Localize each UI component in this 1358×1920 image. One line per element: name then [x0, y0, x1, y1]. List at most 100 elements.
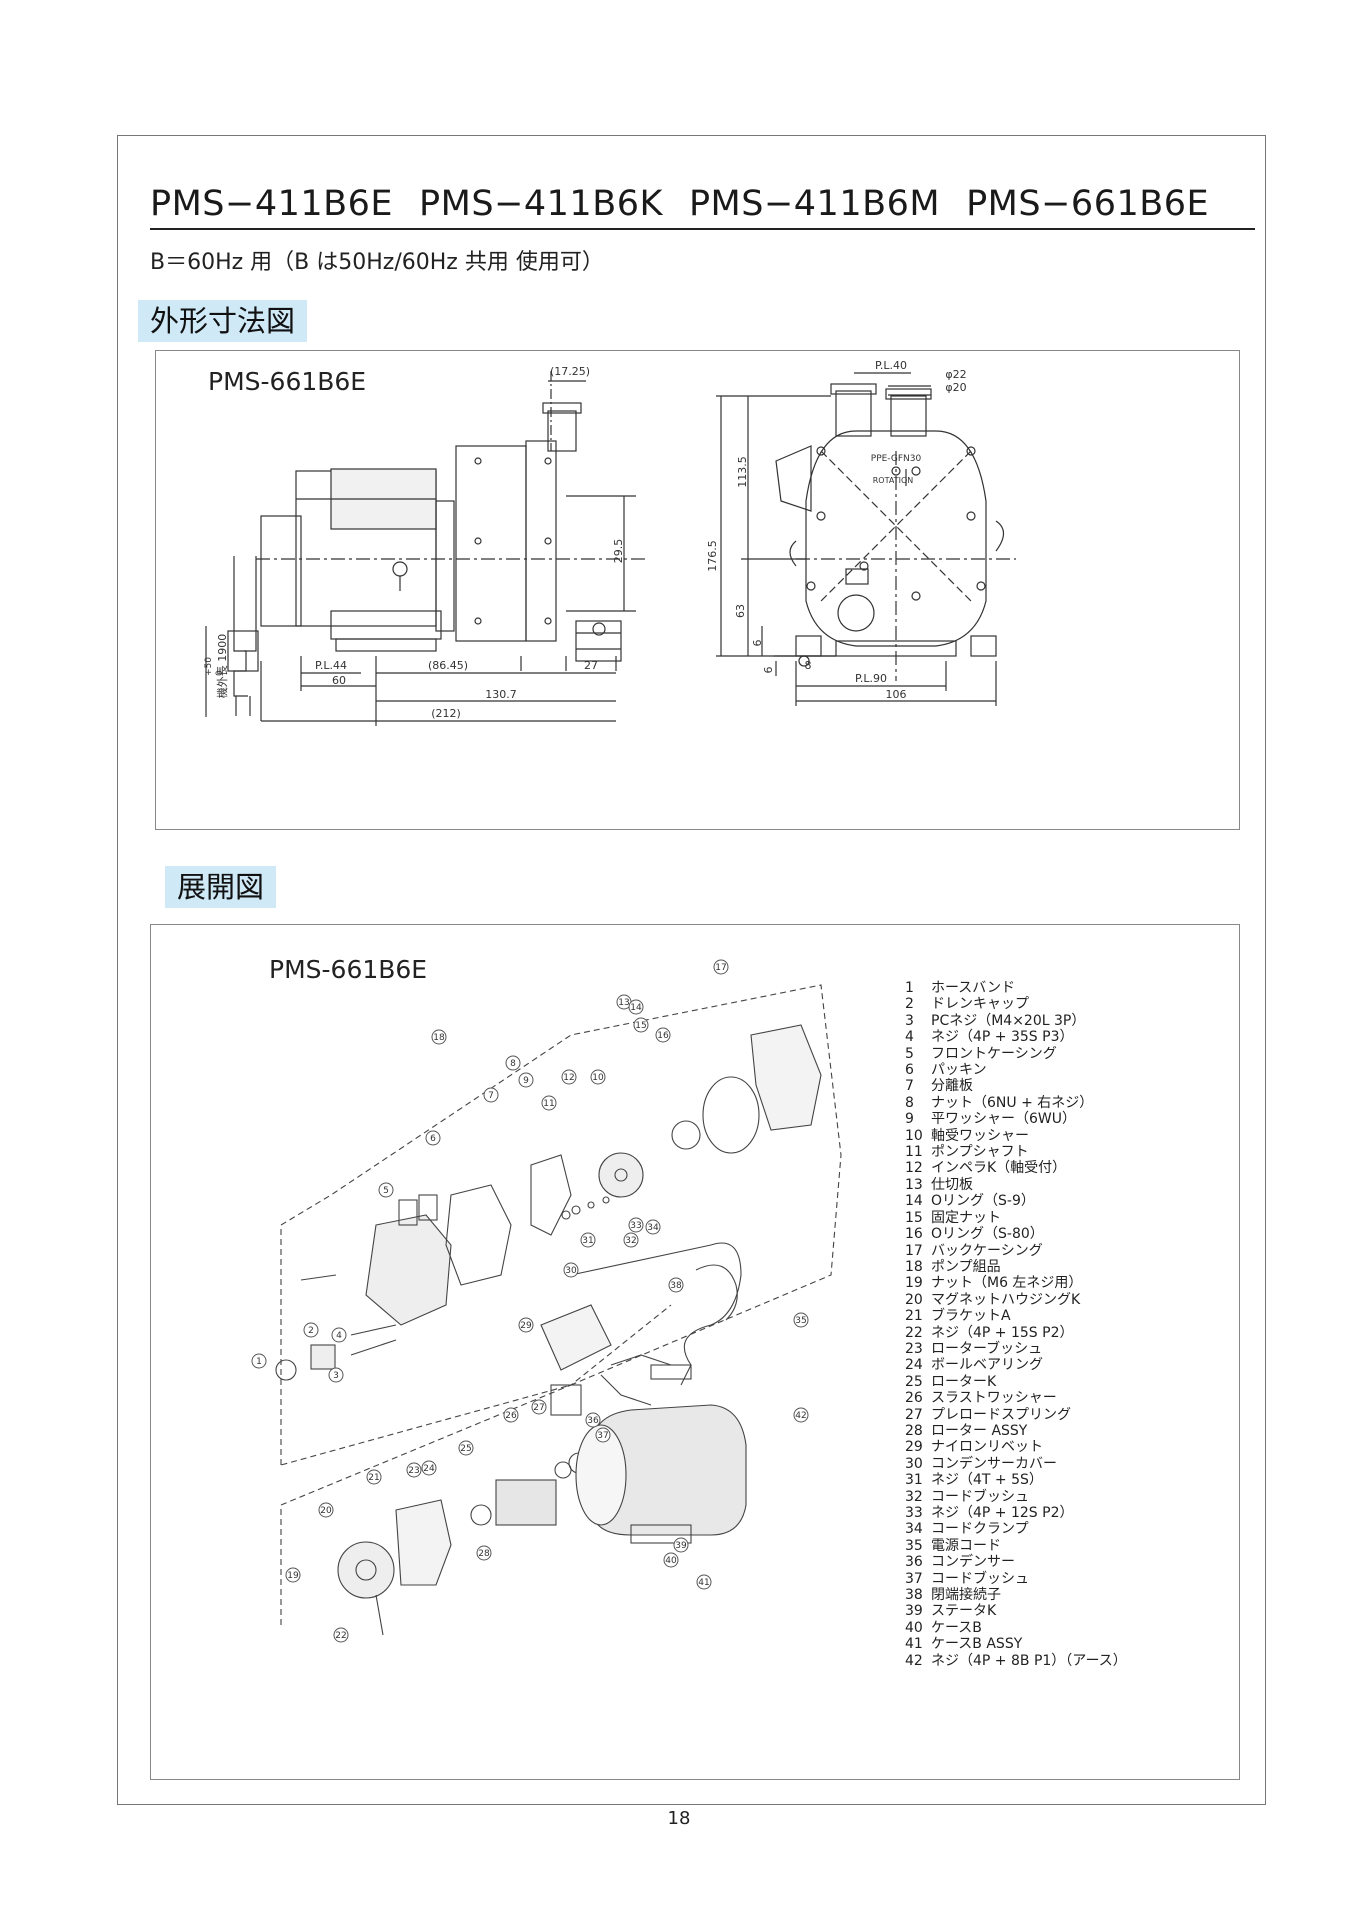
- svg-text:41: 41: [698, 1578, 709, 1588]
- part-name: コンデンサーカバー: [931, 1455, 1057, 1472]
- dim-label: 60: [332, 674, 346, 687]
- part-name: ボールベアリング: [931, 1357, 1043, 1374]
- svg-text:17: 17: [715, 963, 726, 973]
- dim-label: P.L.44: [315, 659, 347, 672]
- part-name: コンデンサー: [931, 1554, 1015, 1571]
- part-name: ケースB: [931, 1619, 982, 1636]
- part-number: 14: [905, 1193, 923, 1210]
- parts-list-item: 2 ドレンキャップ: [905, 996, 1235, 1012]
- part-number: 17: [905, 1242, 923, 1259]
- part-name: ブラケットA: [931, 1308, 1011, 1325]
- part-name: ネジ（4P + 35S P3）: [931, 1029, 1074, 1046]
- part-name: ローター ASSY: [931, 1422, 1028, 1439]
- svg-text:39: 39: [675, 1541, 687, 1551]
- dim-label: (212): [431, 707, 461, 720]
- part-name: フロントケーシング: [931, 1045, 1057, 1062]
- part-name: スラストワッシャー: [931, 1390, 1057, 1407]
- parts-list-item: 32 コードブッシュ: [905, 1489, 1235, 1505]
- svg-text:23: 23: [408, 1466, 419, 1476]
- svg-text:33: 33: [630, 1221, 641, 1231]
- part-number: 31: [905, 1472, 923, 1489]
- model-title: PMS−411B6K: [419, 184, 663, 224]
- svg-text:36: 36: [587, 1416, 599, 1426]
- part-name: バックケーシング: [931, 1242, 1043, 1259]
- part-name: ローターブッシュ: [931, 1340, 1043, 1357]
- part-number: 10: [905, 1127, 923, 1144]
- material-mark: PPE-GFN30: [871, 454, 922, 464]
- dim-label: 106: [886, 688, 907, 701]
- callout-numbers: 1 2 3 4 5 6 7 8 9 10 11 12 13 14 15 16 1…: [251, 959, 809, 1643]
- part-number: 2: [905, 996, 914, 1013]
- svg-text:21: 21: [368, 1473, 379, 1483]
- part-number: 42: [905, 1652, 923, 1669]
- dim-label: 8: [805, 659, 812, 672]
- part-name: ナット（6NU + 右ネジ）: [931, 1094, 1094, 1111]
- part-number: 32: [905, 1488, 923, 1505]
- svg-text:1: 1: [256, 1357, 262, 1367]
- svg-text:12: 12: [563, 1073, 574, 1083]
- part-name: ポンプシャフト: [931, 1144, 1029, 1161]
- svg-text:4: 4: [336, 1331, 342, 1341]
- part-name: Oリング（S-9）: [931, 1193, 1035, 1210]
- parts-list-item: 8 ナット（6NU + 右ネジ）: [905, 1095, 1235, 1111]
- part-name: ナット（M6 左ネジ用）: [931, 1275, 1083, 1292]
- part-number: 8: [905, 1094, 914, 1111]
- svg-text:27: 27: [533, 1403, 544, 1413]
- part-number: 35: [905, 1537, 923, 1554]
- part-number: 27: [905, 1406, 923, 1423]
- svg-text:38: 38: [670, 1281, 682, 1291]
- svg-text:22: 22: [335, 1631, 346, 1641]
- dim-label: φ20: [945, 381, 966, 394]
- dim-label: φ22: [945, 368, 966, 381]
- part-name: コードクランプ: [931, 1521, 1029, 1538]
- svg-text:20: 20: [320, 1506, 332, 1516]
- part-number: 28: [905, 1422, 923, 1439]
- part-name: ドレンキャップ: [931, 996, 1029, 1013]
- page-number: 18: [667, 1808, 691, 1829]
- part-name: コードブッシュ: [931, 1488, 1029, 1505]
- part-name: コードブッシュ: [931, 1570, 1029, 1587]
- part-number: 22: [905, 1324, 923, 1341]
- svg-text:29: 29: [520, 1321, 532, 1331]
- parts-list-item: 39 ステータK: [905, 1603, 1235, 1619]
- svg-text:31: 31: [582, 1236, 593, 1246]
- part-number: 36: [905, 1554, 923, 1571]
- exploded-drawing-box: PMS-661B6E: [150, 924, 1240, 1780]
- part-name: ステータK: [931, 1603, 997, 1620]
- svg-text:19: 19: [287, 1571, 299, 1581]
- part-name: ネジ（4T + 5S）: [931, 1472, 1043, 1489]
- part-number: 40: [905, 1619, 923, 1636]
- svg-text:24: 24: [423, 1464, 435, 1474]
- svg-text:42: 42: [795, 1411, 806, 1421]
- part-number: 24: [905, 1357, 923, 1374]
- part-number: 39: [905, 1603, 923, 1620]
- part-number: 33: [905, 1505, 923, 1521]
- part-name: ローターK: [931, 1373, 997, 1390]
- svg-text:6: 6: [430, 1134, 436, 1144]
- part-name: 仕切板: [931, 1176, 973, 1193]
- svg-text:3: 3: [333, 1371, 339, 1381]
- part-number: 18: [905, 1258, 923, 1275]
- parts-list-item: 24 ボールベアリング: [905, 1357, 1235, 1373]
- svg-text:9: 9: [523, 1076, 529, 1086]
- svg-text:25: 25: [460, 1444, 471, 1454]
- svg-text:40: 40: [665, 1556, 677, 1566]
- svg-text:32: 32: [625, 1236, 636, 1246]
- svg-text:28: 28: [478, 1549, 490, 1559]
